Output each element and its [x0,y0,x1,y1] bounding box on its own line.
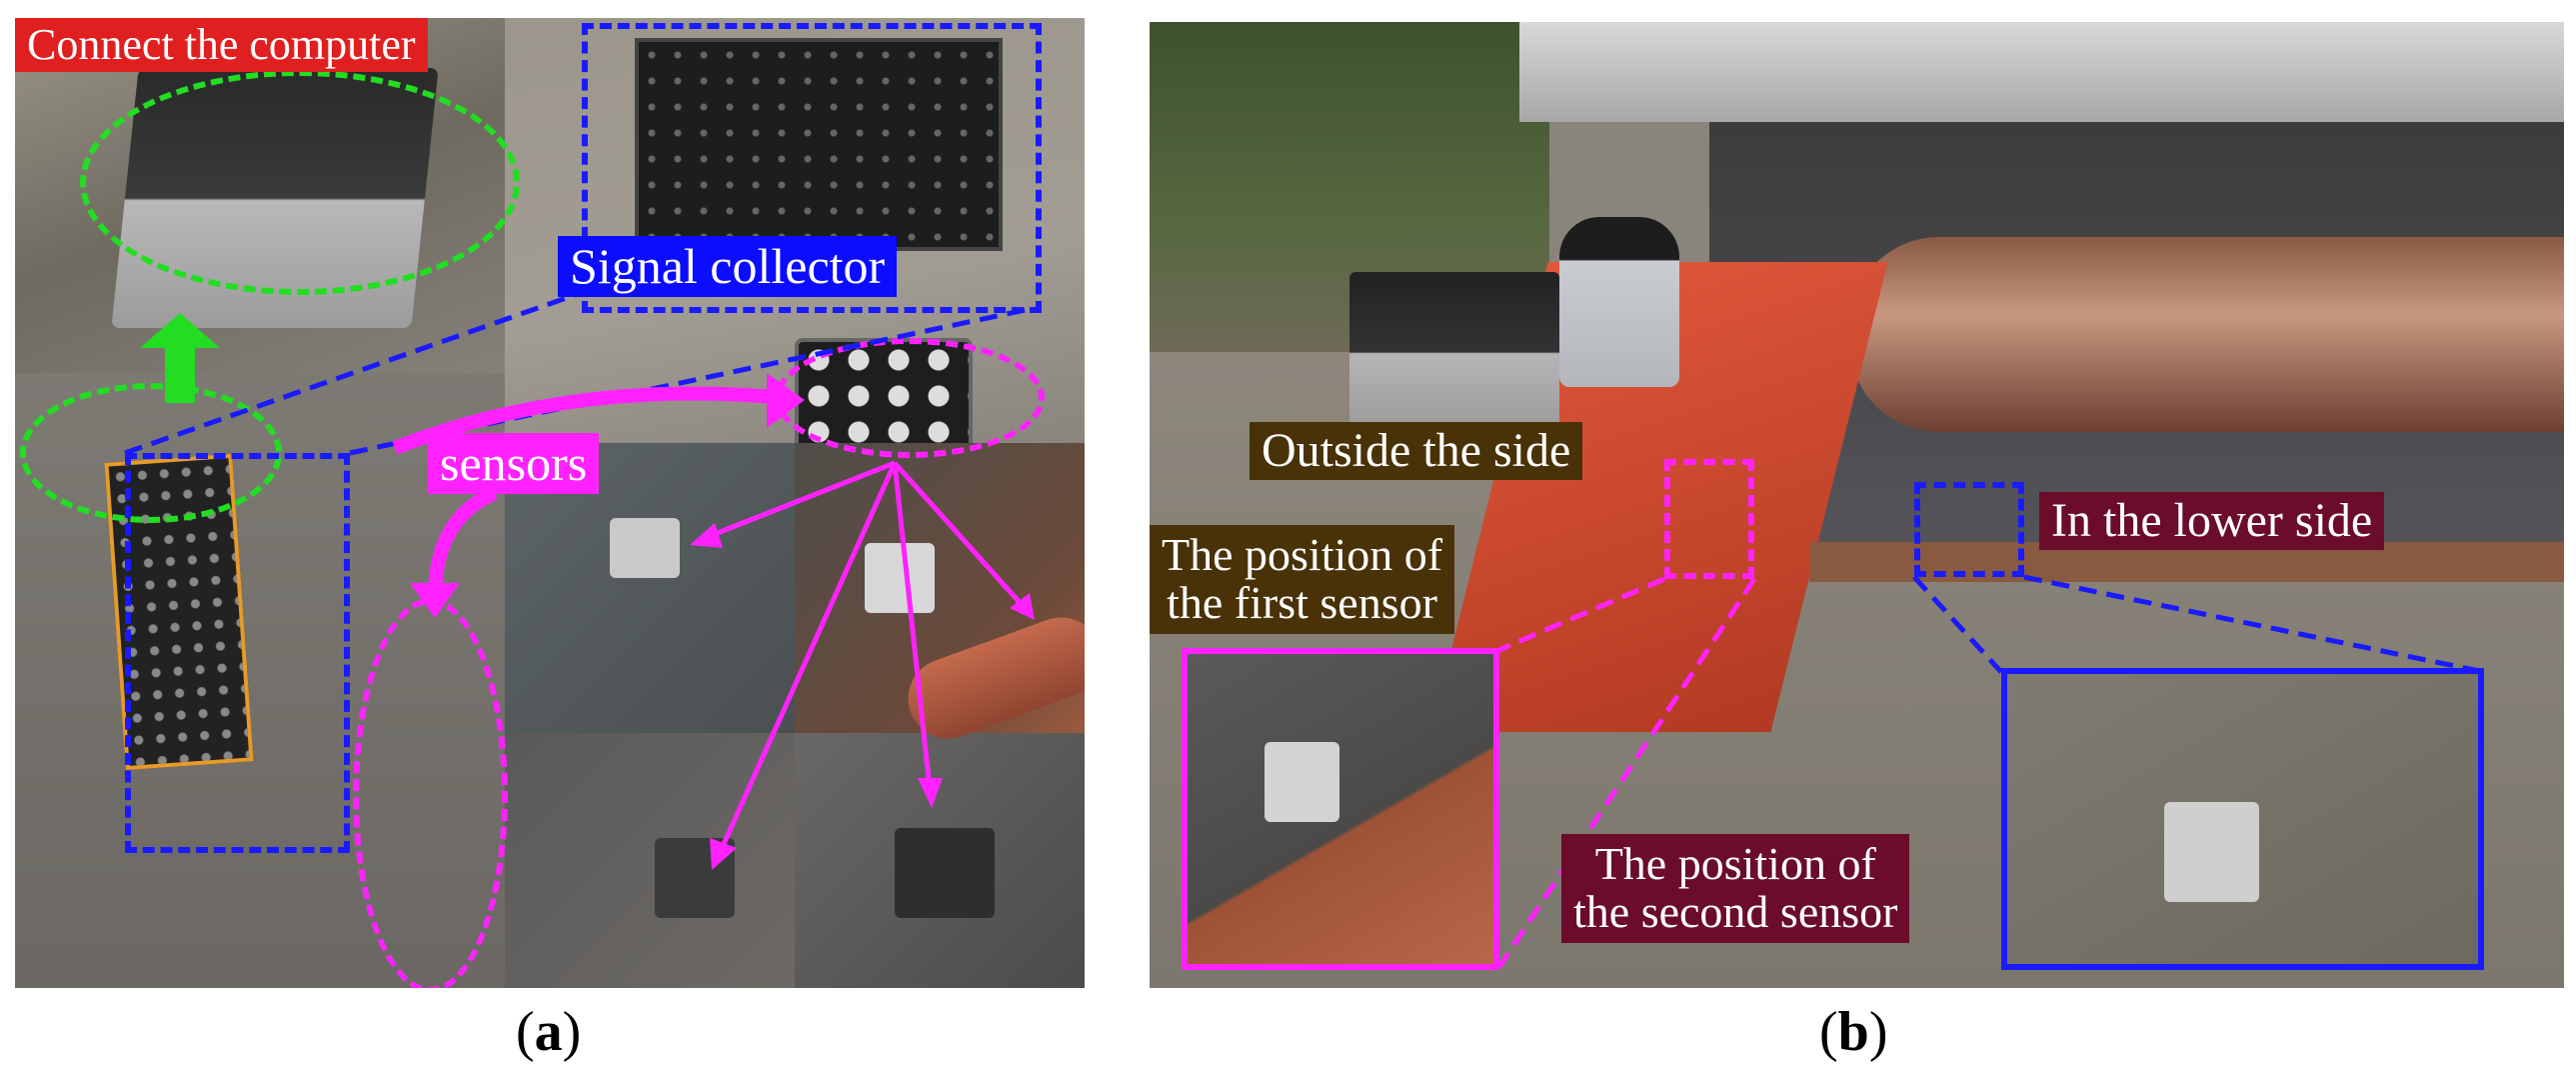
sensor-cube-4 [895,828,995,918]
magenta-ray-2 [893,461,1027,610]
auger-tube [1849,237,2564,432]
blue-dashed-box-lower-side [1914,482,2024,577]
magenta-ray-4 [717,461,898,855]
magenta-ray-1 [704,460,896,541]
magenta-arrowhead-box [767,373,805,428]
magenta-ray-2-head [1010,593,1035,620]
operator-figure [1559,217,1679,387]
label-first-sensor-line1: The position of [1162,529,1443,580]
blue-connector-2 [2023,574,2485,675]
sensor-cube-2 [865,543,935,613]
magenta-arrow-to-cables [428,486,498,599]
label-second-sensor: The position of the second sensor [1561,834,1910,943]
panel-a-photo-collage: Connect the computer Signal collector se… [15,18,1085,988]
magenta-connector-1 [1493,576,1665,655]
label-first-sensor: The position of the first sensor [1150,525,1455,634]
label-sensors: sensors [428,433,600,494]
label-first-sensor-line2: the first sensor [1167,577,1437,629]
panel-b-connectors [1493,574,2485,969]
magenta-ray-4-head [710,838,737,870]
panel-a-arrows [124,285,1036,870]
green-arrow-up [140,313,220,403]
label-connect-computer: Connect the computer [15,18,428,73]
label-signal-collector: Signal collector [558,236,898,297]
collector-device-shape [635,38,1003,251]
second-sensor-cube [2164,802,2259,902]
panel-b-harvester-photo: Outside the side The position of the fir… [1150,22,2564,988]
label-second-sensor-line2: the second sensor [1573,886,1898,938]
label-outside-side: Outside the side [1250,422,1583,481]
blue-connector-1 [1912,575,2003,674]
green-ellipse-computer [80,70,520,295]
blue-dashed-box-collector [582,23,1042,313]
magenta-ray-3 [892,462,933,789]
magenta-ray-3-head [918,778,943,808]
computer-case-b [1349,272,1559,432]
magenta-ray-1-head [690,523,723,548]
harvester-frame [1519,22,2564,122]
label-lower-side: In the lower side [2039,492,2385,551]
magenta-arrow-to-box [392,386,786,455]
sensor-closeup-photo-3 [505,733,795,988]
caption-a-letter: a [534,1001,563,1063]
caption-a: (a) [516,1001,582,1063]
magenta-connector-2 [1496,577,1757,969]
magenta-dashed-box-outside-side [1664,459,1754,579]
label-second-sensor-line1: The position of [1594,838,1876,889]
first-sensor-inset [1182,648,1499,970]
caption-b: (b) [1819,1001,1888,1063]
sensor-cube-1 [610,518,680,578]
first-sensor-cube [1265,742,1339,822]
blue-dashed-connector-1 [124,285,596,456]
blue-dashed-box-collector-ground [125,453,350,853]
magenta-arrowhead-cables [410,583,460,618]
caption-b-letter: b [1837,1001,1869,1063]
